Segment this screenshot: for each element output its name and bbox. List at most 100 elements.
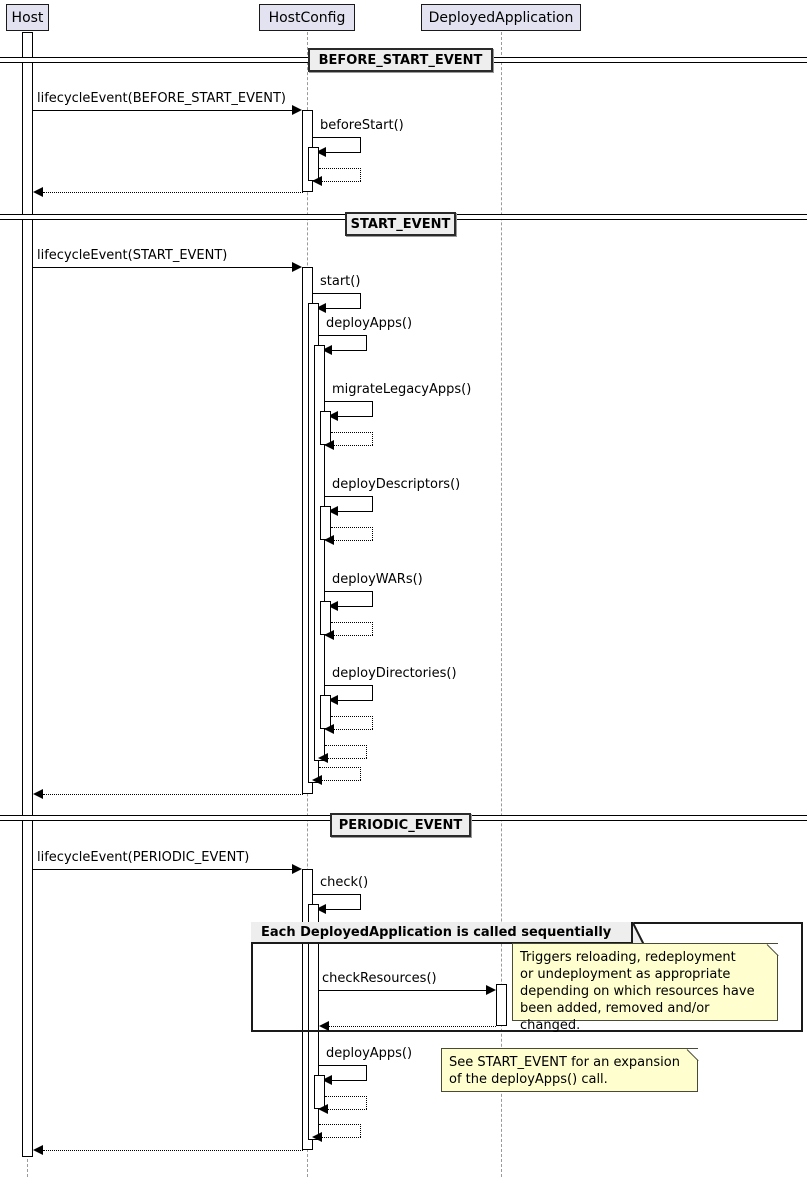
message-line-m6-right — [366, 335, 367, 350]
message-line-m6-ret-top — [325, 745, 367, 746]
activation-host — [22, 32, 33, 1157]
message-line-m5-right — [360, 293, 361, 308]
message-line-m11 — [43, 794, 303, 795]
message-line-m13-ret-right — [360, 1124, 361, 1137]
message-line-m2-bottom — [326, 152, 361, 153]
message-line-m16-bottom — [332, 1080, 367, 1081]
note-deployapps: See START_EVENT for an expansion of the … — [441, 1048, 698, 1092]
divider-start: START_EVENT — [345, 212, 456, 236]
divider-start-label: START_EVENT — [350, 216, 451, 232]
message-label-m8: deployDescriptors() — [332, 477, 461, 492]
message-line-m5-ret-bottom — [322, 780, 361, 781]
message-arrow-m7-ret — [324, 440, 334, 450]
message-line-m6-bottom — [332, 350, 367, 351]
divider-before-start-label: BEFORE_START_EVENT — [318, 52, 483, 68]
participant-deployedapplication[interactable]: DeployedApplication — [421, 4, 581, 31]
message-arrow-m17 — [33, 1145, 43, 1155]
message-arrow-m11 — [33, 789, 43, 799]
message-line-m16-ret-right — [366, 1096, 367, 1109]
message-line-m9-ret-top — [331, 622, 373, 623]
message-line-m10-right — [372, 685, 373, 700]
message-arrow-m9-ret — [324, 630, 334, 640]
note-checkresources-fold — [767, 944, 778, 955]
message-arrow-m7 — [328, 411, 338, 421]
message-arrow-m2 — [316, 147, 326, 157]
message-label-m1: lifecycleEvent(BEFORE_START_EVENT) — [37, 91, 286, 106]
message-arrow-m1 — [292, 105, 302, 115]
message-arrow-m5-ret — [312, 775, 322, 785]
message-line-m8-ret-bottom — [334, 540, 373, 541]
message-line-m2-ret-bottom — [322, 181, 361, 182]
divider-periodic-label: PERIODIC_EVENT — [338, 817, 463, 833]
message-line-m13-ret-top — [319, 1124, 361, 1125]
message-line-m8-top — [325, 496, 373, 497]
message-line-m8-ret-top — [331, 527, 373, 528]
divider-before-start: BEFORE_START_EVENT — [308, 48, 493, 72]
message-line-m15 — [329, 1026, 496, 1027]
message-label-m5: start() — [320, 274, 361, 289]
message-line-m14 — [319, 990, 490, 991]
message-arrow-m16 — [322, 1075, 332, 1085]
message-line-m2-right — [360, 137, 361, 152]
message-arrow-m5 — [316, 303, 326, 313]
message-line-m16-ret-top — [325, 1096, 367, 1097]
message-line-m7-ret-top — [331, 432, 373, 433]
message-label-m2: beforeStart() — [320, 118, 404, 133]
participant-hostconfig[interactable]: HostConfig — [259, 4, 355, 31]
message-arrow-m10 — [328, 695, 338, 705]
message-line-m8-bottom — [338, 511, 373, 512]
message-line-m6-ret-right — [366, 745, 367, 758]
message-line-m10-top — [325, 685, 373, 686]
message-line-m13-ret-bottom — [322, 1137, 361, 1138]
message-line-m9-right — [372, 591, 373, 606]
note-deployapps-fold — [687, 1049, 698, 1060]
message-arrow-m2-ret — [312, 176, 322, 186]
message-line-m13-bottom — [326, 909, 361, 910]
message-line-m16-top — [319, 1065, 367, 1066]
participant-host[interactable]: Host — [6, 4, 49, 31]
message-line-m10-bottom — [338, 700, 373, 701]
message-arrow-m6-ret — [318, 753, 328, 763]
message-arrow-m8 — [328, 506, 338, 516]
message-line-m9-ret-right — [372, 622, 373, 635]
message-label-m10: deployDirectories() — [332, 666, 457, 681]
message-line-m4 — [33, 267, 296, 268]
message-line-m6-top — [319, 335, 367, 336]
message-line-m5-bottom — [326, 308, 361, 309]
message-arrow-m13 — [316, 904, 326, 914]
message-label-m14: checkResources() — [322, 971, 437, 986]
message-line-m10-ret-right — [372, 716, 373, 729]
message-arrow-m10-ret — [324, 724, 334, 734]
message-arrow-m16-ret — [318, 1104, 328, 1114]
message-arrow-m4 — [292, 262, 302, 272]
message-label-m9: deployWARs() — [332, 572, 423, 587]
message-arrow-m15 — [319, 1021, 329, 1031]
message-arrow-m8-ret — [324, 535, 334, 545]
message-line-m16-ret-bottom — [328, 1109, 367, 1110]
message-line-m7-ret-bottom — [334, 445, 373, 446]
message-label-m16: deployApps() — [326, 1046, 413, 1061]
message-arrow-m14 — [486, 985, 496, 995]
message-line-m17 — [43, 1150, 303, 1151]
message-line-m5-top — [313, 293, 361, 294]
message-line-m8-ret-right — [372, 527, 373, 540]
divider-periodic: PERIODIC_EVENT — [330, 813, 471, 837]
message-arrow-m9 — [328, 601, 338, 611]
message-line-m5-ret-right — [360, 767, 361, 780]
message-line-m1 — [33, 110, 296, 111]
message-line-m16-right — [366, 1065, 367, 1080]
message-line-m9-bottom — [338, 606, 373, 607]
participant-deployedapplication-label: DeployedApplication — [428, 9, 574, 26]
message-line-m7-bottom — [338, 416, 373, 417]
message-label-m7: migrateLegacyApps() — [332, 382, 472, 397]
activation-deployedapplication — [496, 984, 507, 1026]
message-label-m4: lifecycleEvent(START_EVENT) — [37, 248, 228, 263]
message-label-m12: lifecycleEvent(PERIODIC_EVENT) — [37, 850, 250, 865]
message-line-m2-ret-top — [319, 168, 361, 169]
message-line-m12 — [33, 869, 296, 870]
message-line-m2-ret-right — [360, 168, 361, 181]
message-line-m3 — [43, 192, 303, 193]
group-fragment-header: Each DeployedApplication is called seque… — [251, 922, 633, 944]
message-arrow-m3 — [33, 187, 43, 197]
